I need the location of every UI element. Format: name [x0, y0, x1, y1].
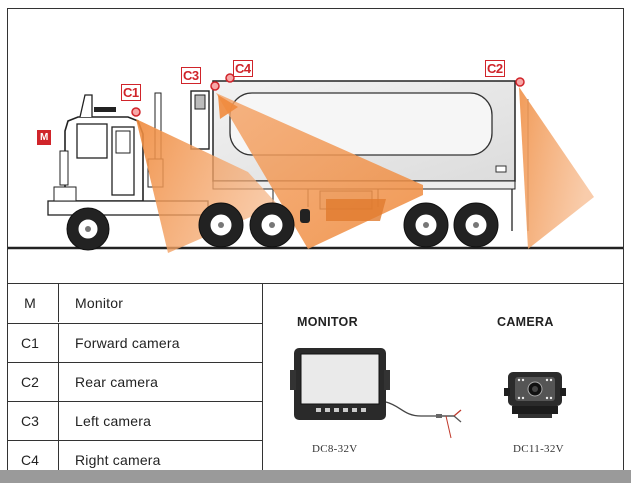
legend-description: Forward camera [75, 335, 180, 351]
legend-description: Left camera [75, 413, 152, 429]
monitor-spec: DC8-32V [312, 443, 358, 455]
truck-diagram: M C1 C3 C4 C2 [8, 9, 623, 284]
legend-code: M [8, 284, 59, 322]
diagram-baseline-band [8, 248, 623, 284]
legend-row: C1 Forward camera [8, 323, 263, 362]
legend-code: C3 [8, 402, 59, 440]
legend-table: M Monitor C1 Forward camera C2 Rear came… [8, 284, 263, 479]
camera-image [504, 372, 566, 418]
legend-code: C4 [8, 441, 59, 479]
legend-description: Rear camera [75, 374, 159, 390]
legend-row: C4 Right camera [8, 440, 263, 479]
legend-row: C2 Rear camera [8, 362, 263, 401]
products-panel: MONITOR CAMERA DC8-32V [264, 284, 623, 479]
diagram-frame: M C1 C3 C4 C2 M Monitor C1 Forward camer… [7, 8, 624, 479]
c1-label: C1 [121, 84, 141, 101]
truck-illustration [8, 73, 623, 253]
monitor-title: MONITOR [297, 315, 358, 329]
monitor-marker-label: M [37, 130, 51, 145]
c3-label: C3 [181, 67, 201, 84]
legend-description: Monitor [75, 295, 124, 311]
monitor-image [290, 348, 462, 439]
c1-marker [131, 107, 141, 117]
legend-code: C1 [8, 324, 59, 362]
legend-description: Right camera [75, 452, 161, 468]
legend-code: C2 [8, 363, 59, 401]
c2-label: C2 [485, 60, 505, 77]
bottom-bar [0, 470, 631, 483]
c2-marker [515, 77, 525, 87]
c4-marker [225, 73, 235, 83]
c3-marker [210, 81, 220, 91]
legend-row: M Monitor [8, 284, 263, 323]
camera-spec: DC11-32V [513, 443, 564, 455]
camera-title: CAMERA [497, 315, 554, 329]
legend-row: C3 Left camera [8, 401, 263, 440]
c4-label: C4 [233, 60, 253, 77]
